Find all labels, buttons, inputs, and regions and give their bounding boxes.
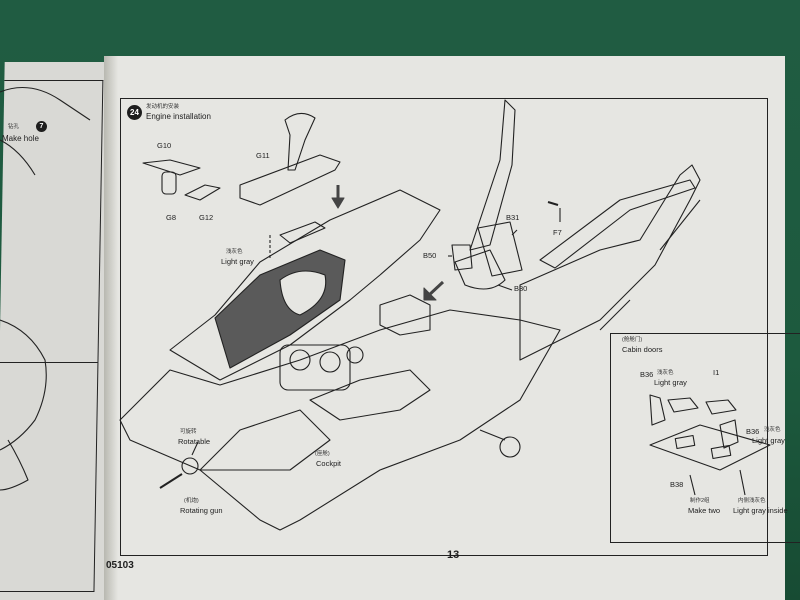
assembly-arrow-diag bbox=[426, 280, 445, 298]
make-hole-label: Make hole bbox=[2, 134, 39, 143]
step-title: Engine installation bbox=[146, 112, 211, 121]
part-label-f7: F7 bbox=[553, 228, 562, 237]
inset-light-gray-inside: Light gray inside bbox=[733, 506, 788, 515]
inset-inside-cn: 内侧浅灰色 bbox=[738, 498, 766, 504]
rotatable-cn: 可旋转 bbox=[180, 429, 197, 435]
inset-make-two-cn: 制作2组 bbox=[690, 498, 710, 504]
part-g8-shape bbox=[161, 171, 177, 195]
gun-turret bbox=[181, 457, 199, 475]
part-g12-shape bbox=[184, 184, 221, 201]
engine-block bbox=[279, 344, 351, 391]
part-b31-shape bbox=[477, 221, 523, 277]
inset-b36-right-color-cn: 浅灰色 bbox=[764, 427, 781, 433]
part-b50-shape bbox=[451, 244, 473, 271]
part-label-g11: G11 bbox=[256, 151, 270, 160]
inset-i1-right bbox=[705, 399, 737, 415]
tail-boom bbox=[519, 164, 701, 361]
part-label-g12: G12 bbox=[199, 213, 214, 222]
gun-barrel bbox=[159, 473, 183, 489]
inset-b38-plate bbox=[649, 424, 771, 471]
top-hatch bbox=[279, 221, 326, 244]
engine-bay bbox=[309, 369, 431, 421]
main-rotor-blade-2 bbox=[539, 179, 696, 269]
step-title-cn: 发动机的安装 bbox=[146, 104, 180, 110]
part-label-g10: G10 bbox=[157, 141, 172, 150]
rotating-gun-cn: (机炮) bbox=[184, 498, 199, 504]
make-hole-cn: 钻孔 bbox=[8, 124, 20, 130]
light-gray-cn: 浅灰色 bbox=[226, 249, 243, 255]
inset-title: Cabin doors bbox=[622, 345, 663, 354]
inset-make-two: Make two bbox=[688, 506, 721, 515]
left-page-sketch-bottom bbox=[0, 319, 47, 451]
fuselage-window bbox=[279, 270, 327, 316]
inset-b36-left-door bbox=[649, 394, 666, 426]
part-g10-shape bbox=[142, 159, 201, 176]
inset-label-i1: I1 bbox=[713, 368, 720, 377]
cockpit-canopy bbox=[199, 409, 331, 471]
fuselage-upper bbox=[169, 189, 441, 381]
side-panel-part bbox=[379, 294, 431, 336]
part-g11-intake bbox=[284, 112, 316, 171]
inset-label-b36-right: B36 bbox=[746, 427, 760, 436]
part-label-b30: B30 bbox=[514, 284, 528, 293]
inset-b36-right-color: Light gray bbox=[752, 436, 785, 445]
inset-b36-left-color: Light gray bbox=[654, 378, 687, 387]
part-f7-shape bbox=[547, 201, 559, 206]
inset-b36-right-door bbox=[719, 419, 739, 449]
fuselage-lower bbox=[119, 309, 561, 531]
inset-b36-left-color-cn: 浅灰色 bbox=[657, 370, 674, 376]
rotating-gun-label: Rotating gun bbox=[180, 506, 223, 515]
page-gutter bbox=[104, 56, 118, 600]
left-page-sketch-top bbox=[0, 87, 91, 121]
part-label-b50: B50 bbox=[423, 251, 437, 260]
landing-wheel bbox=[499, 436, 521, 458]
cabin-doors-inset bbox=[610, 333, 800, 543]
left-step-badge: 7 bbox=[36, 121, 47, 132]
page-number: 13 bbox=[447, 549, 460, 561]
cockpit-cn: (座舱) bbox=[315, 451, 330, 457]
inset-title-cn: (舱舱门) bbox=[622, 337, 643, 343]
cockpit-label: Cockpit bbox=[316, 459, 342, 468]
rotatable-label: Rotatable bbox=[178, 437, 211, 446]
step-number-badge: 24 bbox=[127, 105, 142, 120]
main-rotor-blade-1 bbox=[469, 99, 516, 251]
part-label-g8: G8 bbox=[166, 213, 177, 222]
inset-i1-left bbox=[667, 397, 699, 413]
light-gray-label: Light gray bbox=[221, 257, 254, 266]
part-label-b31: B31 bbox=[506, 213, 520, 222]
inset-label-b38: B38 bbox=[670, 480, 684, 489]
catalog-number: 05103 bbox=[106, 560, 134, 571]
part-g11-plate bbox=[239, 154, 341, 206]
content-frame bbox=[120, 98, 768, 556]
inset-label-b36-left: B36 bbox=[640, 370, 654, 379]
part-b30-shape bbox=[454, 249, 506, 290]
